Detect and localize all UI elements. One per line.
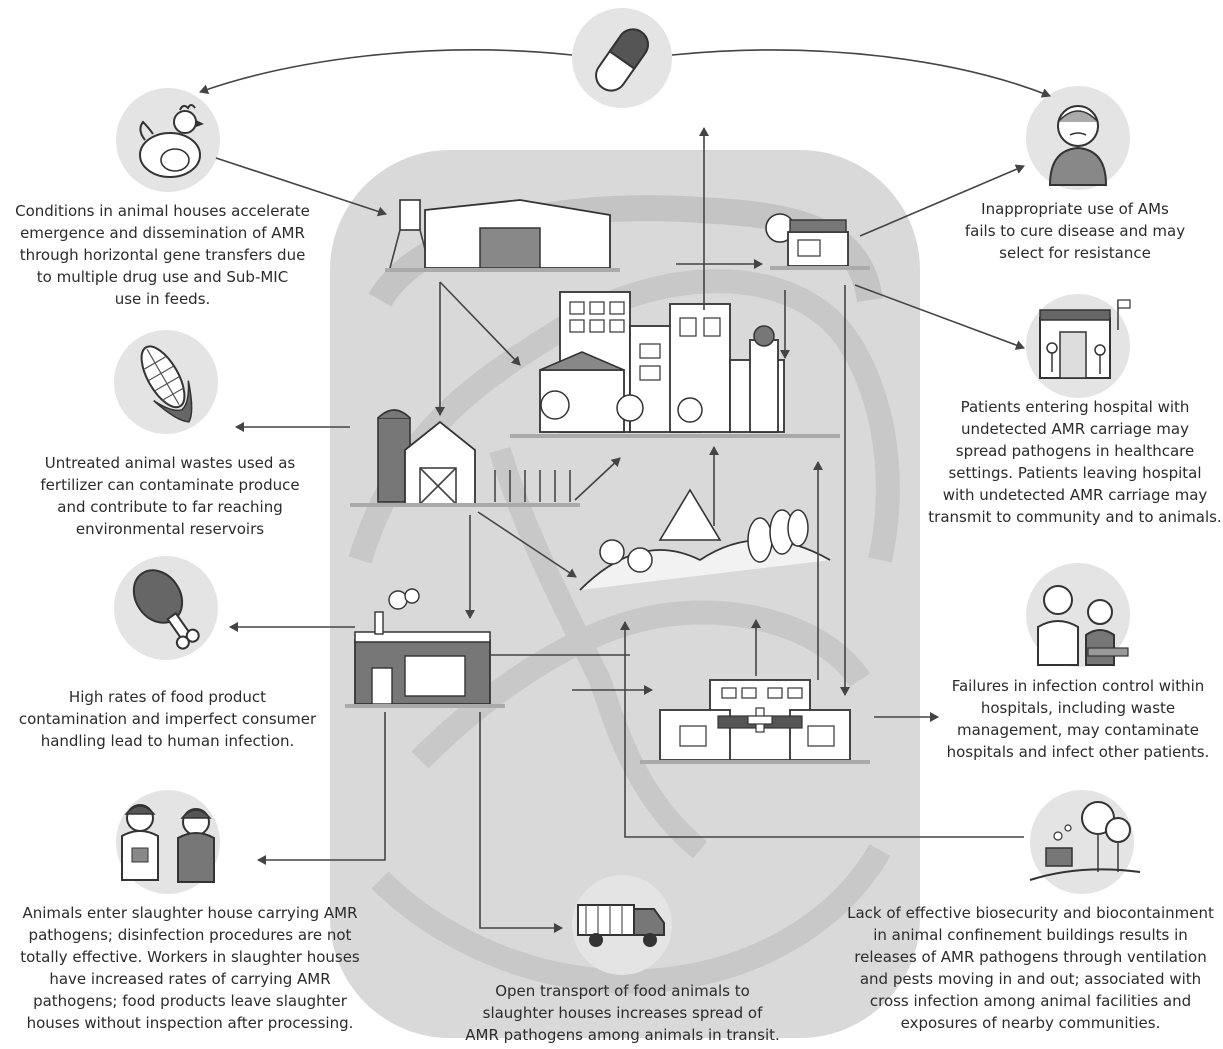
caption-line: Lack of effective biosecurity and biocon… xyxy=(847,904,1214,922)
caption-line: Animals enter slaughter house carrying A… xyxy=(22,904,358,922)
caption-line: releases of AMR pathogens through ventil… xyxy=(854,948,1207,966)
caption-inappropriate-use: Inappropriate use of AMs fails to cure d… xyxy=(950,198,1200,264)
caption-line: pathogens; disinfection procedures are n… xyxy=(28,926,352,944)
caption-animal-houses: Conditions in animal houses accelerate e… xyxy=(0,200,325,310)
caption-line: and contribute to far reaching xyxy=(57,498,283,516)
hills-environment xyxy=(579,488,831,591)
caption-line: totally effective. Workers in slaughter … xyxy=(20,948,360,966)
caption-food-contamination: High rates of food product contamination… xyxy=(10,686,325,752)
caption-line: AMR pathogens among animals in transit. xyxy=(465,1026,780,1044)
caption-line: Inappropriate use of AMs xyxy=(981,200,1169,218)
caption-line: High rates of food product xyxy=(68,688,267,706)
corn-icon xyxy=(114,330,218,434)
caption-line: exposures of nearby communities. xyxy=(900,1014,1161,1032)
town-buildings xyxy=(510,291,840,438)
house xyxy=(765,213,870,270)
caption-infection-control: Failures in infection control within hos… xyxy=(938,675,1218,763)
caption-line: settings. Patients leaving hospital xyxy=(948,464,1202,482)
pill-icon xyxy=(572,8,672,108)
caption-line: pathogens; food products leave slaughter xyxy=(33,992,347,1010)
caption-line: through horizontal gene transfers due xyxy=(19,246,306,264)
doctor-patient-icon xyxy=(1026,563,1130,667)
caption-line: Open transport of food animals to xyxy=(495,982,750,1000)
caption-line: undetected AMR carriage may xyxy=(961,420,1189,438)
caption-line: spread pathogens in healthcare xyxy=(955,442,1195,460)
livestock-barn xyxy=(385,199,620,272)
caption-line: Patients entering hospital with xyxy=(960,398,1190,416)
flow-arrows xyxy=(199,49,1051,933)
caption-patients-entering: Patients entering hospital with undetect… xyxy=(928,396,1222,528)
caption-line: Conditions in animal houses accelerate xyxy=(15,202,310,220)
caption-line: contamination and imperfect consumer xyxy=(18,710,317,728)
caption-line: select for resistance xyxy=(999,244,1151,262)
caption-line: hospitals, including waste xyxy=(980,699,1176,717)
caption-line: transmit to community and to animals. xyxy=(928,508,1222,526)
caption-line: use in feeds. xyxy=(114,290,211,308)
sick-person-icon xyxy=(1026,86,1130,190)
caption-line: fails to cure disease and may xyxy=(964,222,1186,240)
farm-icon xyxy=(1029,790,1141,894)
caption-line: to multiple drug use and Sub-MIC xyxy=(36,268,289,286)
caption-line: in animal confinement buildings results … xyxy=(873,926,1188,944)
slaughter-house xyxy=(345,588,505,708)
caption-open-transport: Open transport of food animals to slaugh… xyxy=(450,980,795,1046)
manure-farm xyxy=(350,409,580,507)
caption-line: environmental reservoirs xyxy=(75,520,265,538)
caption-line: Failures in infection control within xyxy=(951,677,1205,695)
caption-line: handling lead to human infection. xyxy=(40,732,295,750)
caption-slaughter-house: Animals enter slaughter house carrying A… xyxy=(0,902,380,1034)
workers-icon xyxy=(116,790,220,894)
caption-line: Untreated animal wastes used as xyxy=(44,454,296,472)
caption-line: management, may contaminate xyxy=(956,721,1200,739)
caption-line: slaughter houses increases spread of xyxy=(482,1004,763,1022)
chicken-icon xyxy=(116,88,220,192)
caption-untreated-wastes: Untreated animal wastes used as fertiliz… xyxy=(15,452,325,540)
caption-line: fertilizer can contaminate produce xyxy=(40,476,300,494)
caption-line: with undetected AMR carriage may xyxy=(942,486,1208,504)
caption-line: and pests moving in and out; associated … xyxy=(859,970,1202,988)
caption-line: emergence and dissemination of AMR xyxy=(20,224,305,242)
hospital-entrance-icon xyxy=(1026,294,1131,398)
caption-line: cross infection among animal facilities … xyxy=(869,992,1192,1010)
truck-icon xyxy=(572,875,672,975)
caption-line: have increased rates of carrying AMR xyxy=(49,970,331,988)
drumstick-icon xyxy=(114,556,218,660)
hospital xyxy=(640,679,870,764)
caption-biosecurity: Lack of effective biosecurity and biocon… xyxy=(838,902,1223,1034)
caption-line: hospitals and infect other patients. xyxy=(946,743,1210,761)
caption-line: houses without inspection after processi… xyxy=(26,1014,354,1032)
